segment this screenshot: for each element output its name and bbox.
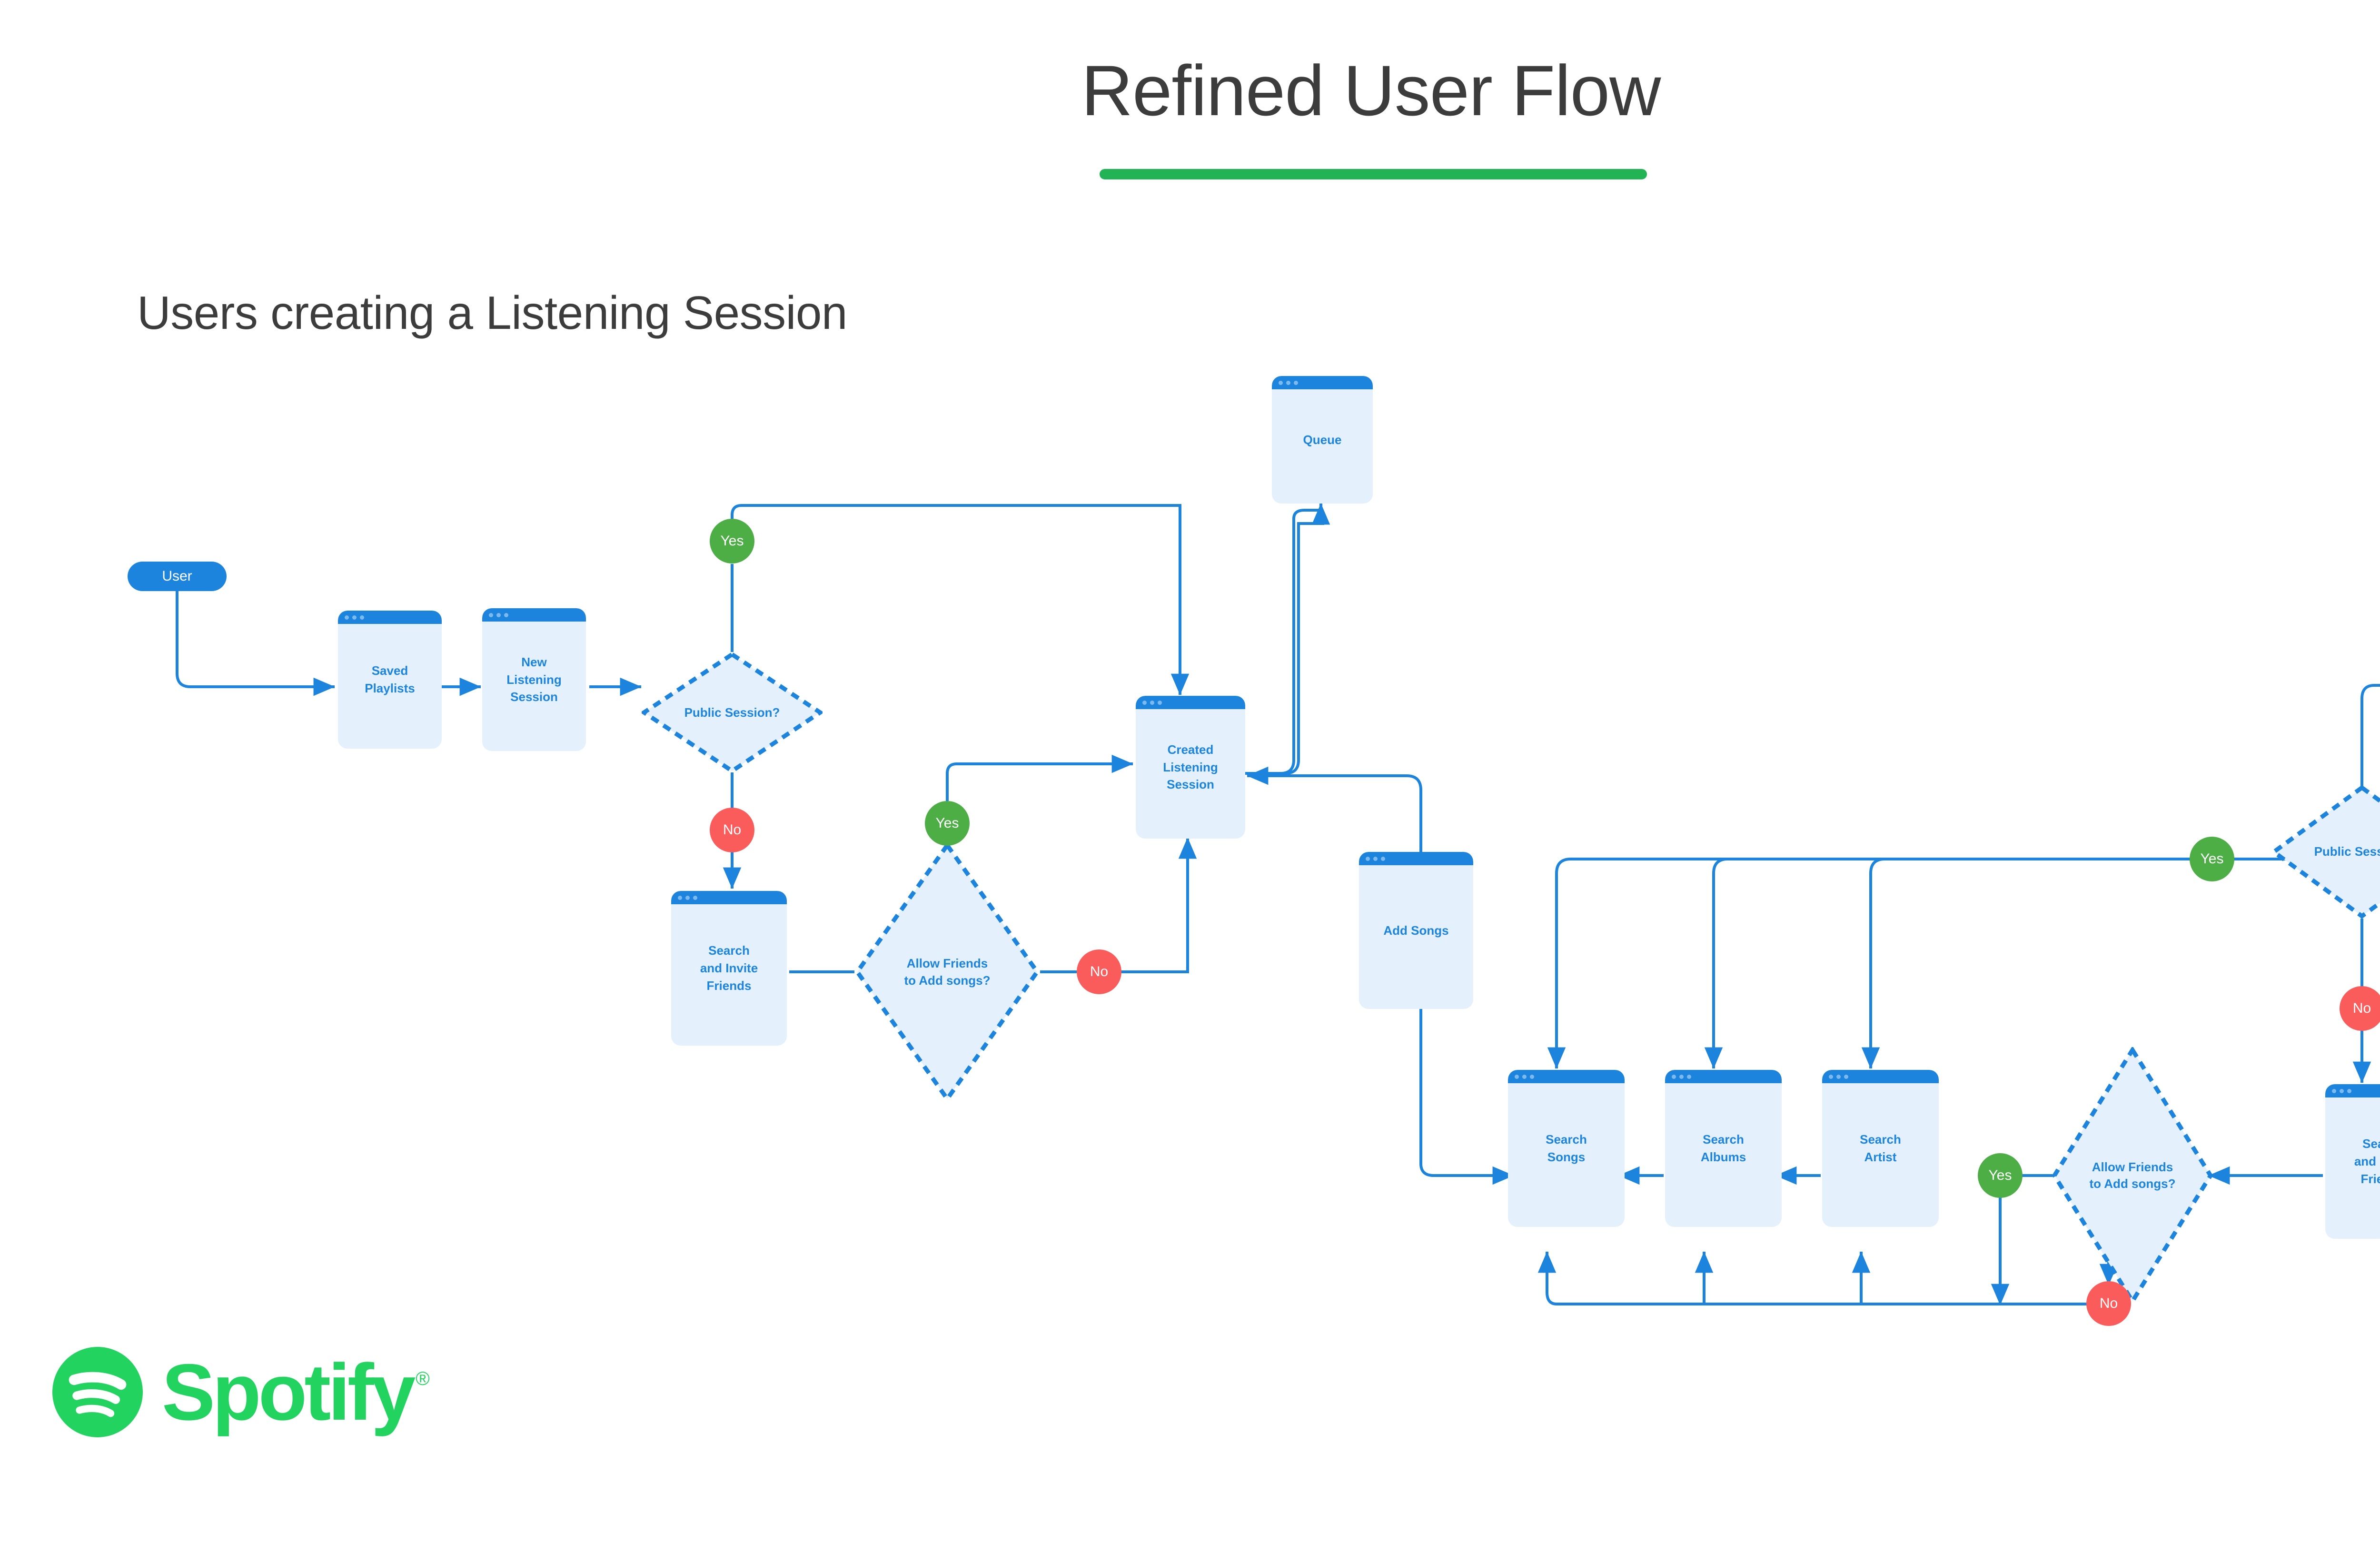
dot-icon: [345, 615, 349, 620]
spotify-logo: Spotify ®: [52, 1347, 430, 1437]
decision-label: Allow Friends to Add songs?: [2089, 1159, 2176, 1191]
screen-label: Search and Invite Friends: [2354, 1137, 2380, 1186]
dot-icon: [1286, 380, 1290, 385]
dot-icon: [2332, 1088, 2336, 1093]
screen-label: New Listening Session: [506, 654, 562, 704]
badge-label: No: [723, 822, 742, 838]
dot-icon: [1829, 1074, 1833, 1079]
window-titlebar: [1508, 1070, 1625, 1083]
screen-search-invite-friends-right[interactable]: Search and Invite Friends: [2325, 1084, 2380, 1239]
badge-no-allow-left[interactable]: No: [1077, 949, 1121, 994]
badge-label: Yes: [720, 533, 744, 549]
screen-label: Created Listening Session: [1163, 742, 1218, 792]
dot-icon: [1142, 700, 1147, 705]
dot-icon: [1679, 1074, 1684, 1079]
badge-no-public-left[interactable]: No: [710, 808, 754, 852]
dot-icon: [2340, 1088, 2344, 1093]
badge-yes-allow-left[interactable]: Yes: [925, 801, 970, 846]
dot-icon: [1158, 700, 1162, 705]
spotify-mark-icon: [52, 1347, 143, 1437]
screen-search-albums[interactable]: Search Albums: [1665, 1070, 1782, 1227]
decision-label: Public Session?: [2314, 844, 2380, 859]
dot-icon: [1294, 380, 1298, 385]
diamond-shape-icon: [2052, 1047, 2213, 1304]
badge-label: No: [2352, 1000, 2371, 1016]
terminator-label: User: [162, 568, 192, 584]
window-titlebar: [1136, 696, 1245, 709]
screen-label: Saved Playlists: [365, 663, 415, 695]
dot-icon: [352, 615, 357, 620]
window-titlebar: [671, 891, 787, 904]
diamond-shape-icon: [642, 652, 823, 773]
title-underline: [1100, 169, 1647, 179]
screen-label: Search Albums: [1700, 1132, 1746, 1164]
badge-label: Yes: [2200, 851, 2224, 867]
dot-icon: [1381, 856, 1385, 861]
badge-no-allow-right[interactable]: No: [2086, 1281, 2131, 1326]
dot-icon: [1522, 1074, 1527, 1079]
screen-label: Search Songs: [1546, 1132, 1587, 1164]
screen-label: Search and Invite Friends: [700, 943, 758, 993]
screen-created-listening-session[interactable]: Created Listening Session: [1136, 696, 1245, 839]
screen-search-artist[interactable]: Search Artist: [1822, 1070, 1939, 1227]
decision-public-session-left[interactable]: Public Session?: [642, 652, 823, 773]
window-titlebar: [338, 611, 442, 624]
dot-icon: [1836, 1074, 1841, 1079]
screen-label: Queue: [1303, 432, 1342, 447]
dot-icon: [1279, 380, 1283, 385]
decision-public-session-right[interactable]: Public Session?: [2271, 785, 2380, 919]
decision-allow-friends-right[interactable]: Allow Friends to Add songs?: [2052, 1047, 2213, 1304]
brand-wordmark: Spotify: [162, 1347, 416, 1437]
dot-icon: [685, 895, 690, 900]
badge-no-public-right[interactable]: No: [2340, 986, 2380, 1031]
dot-icon: [1687, 1074, 1691, 1079]
decision-label: Allow Friends to Add songs?: [904, 956, 991, 988]
window-titlebar: [482, 608, 586, 622]
window-titlebar: [1665, 1070, 1782, 1083]
badge-label: Yes: [1988, 1167, 2012, 1183]
page-title: Refined User Flow: [1081, 50, 1661, 130]
badge-label: Yes: [935, 815, 959, 831]
screen-new-listening-session-left[interactable]: New Listening Session: [482, 608, 586, 751]
decision-allow-friends-left[interactable]: Allow Friends to Add songs?: [854, 842, 1040, 1102]
screen-label: Add Songs: [1383, 923, 1449, 938]
screen-add-songs[interactable]: Add Songs: [1359, 852, 1473, 1009]
window-titlebar: [2325, 1084, 2380, 1097]
dot-icon: [1672, 1074, 1676, 1079]
badge-label: No: [2099, 1295, 2118, 1311]
dot-icon: [1844, 1074, 1848, 1079]
dot-icon: [489, 613, 493, 617]
terminator-user-left[interactable]: User: [128, 562, 227, 591]
screen-search-invite-friends-left[interactable]: Search and Invite Friends: [671, 891, 787, 1046]
dot-icon: [504, 613, 508, 617]
dot-icon: [693, 895, 697, 900]
window-titlebar: [1359, 852, 1473, 865]
diamond-shape-icon: [2271, 785, 2380, 919]
dot-icon: [1366, 856, 1370, 861]
decision-label: Public Session?: [684, 705, 780, 720]
section-subtitle: Users creating a Listening Session: [137, 287, 847, 339]
diamond-shape-icon: [854, 842, 1040, 1102]
dot-icon: [2347, 1088, 2351, 1093]
dot-icon: [678, 895, 682, 900]
dot-icon: [1373, 856, 1378, 861]
window-titlebar: [1822, 1070, 1939, 1083]
window-titlebar: [1272, 376, 1373, 389]
dot-icon: [496, 613, 501, 617]
dot-icon: [1150, 700, 1154, 705]
screen-queue[interactable]: Queue: [1272, 376, 1373, 504]
badge-yes-allow-right[interactable]: Yes: [1978, 1153, 2023, 1198]
screen-label: Search Artist: [1860, 1132, 1901, 1164]
dot-icon: [360, 615, 364, 620]
badge-label: No: [1090, 964, 1109, 979]
dot-icon: [1515, 1074, 1519, 1079]
badge-yes-public-left[interactable]: Yes: [710, 519, 754, 563]
badge-yes-public-right[interactable]: Yes: [2190, 837, 2234, 881]
screen-search-songs[interactable]: Search Songs: [1508, 1070, 1625, 1227]
registered-mark-icon: ®: [416, 1368, 430, 1389]
screen-saved-playlists[interactable]: Saved Playlists: [338, 611, 442, 749]
dot-icon: [1530, 1074, 1534, 1079]
